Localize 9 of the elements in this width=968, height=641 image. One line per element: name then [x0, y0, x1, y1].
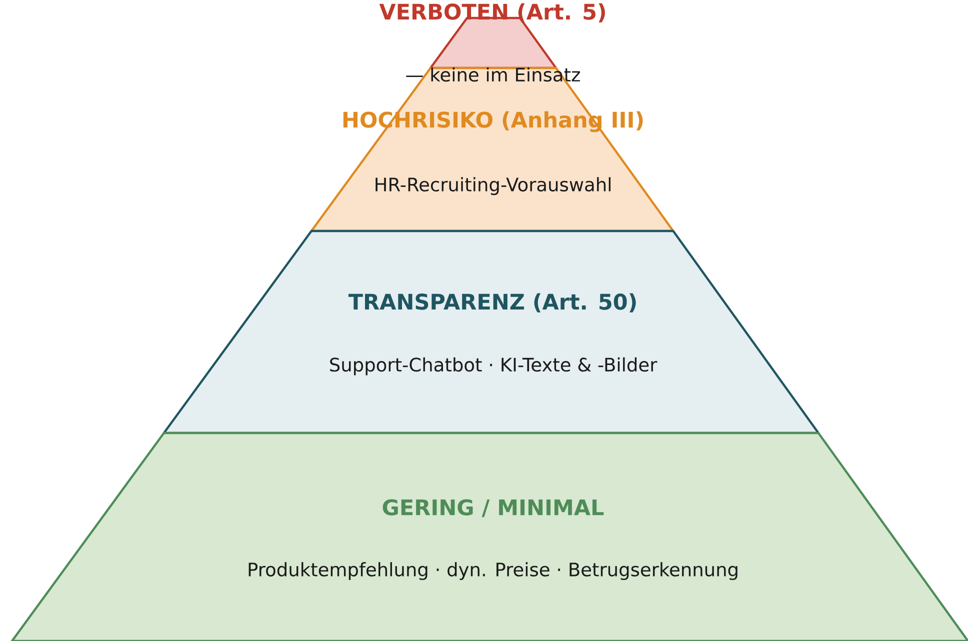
tier-heading: TRANSPARENZ (Art. 50) [348, 293, 636, 312]
tier-examples: HR-Recruiting-Vorauswahl [376, 177, 610, 196]
pyramid-tier [310, 66, 674, 232]
tier-examples: Support-Chatbot · KI-Texte & -Bilder [330, 357, 658, 376]
tier-examples: Produktempfehlung · dyn. Preise · Betrugserkennung [248, 562, 738, 580]
pyramid-tier [10, 432, 968, 641]
tier-heading: GERING / MINIMAL [382, 499, 604, 518]
pyramid-tier [162, 230, 820, 434]
tier-heading: VERBOTEN (Art. 5) [379, 3, 605, 22]
